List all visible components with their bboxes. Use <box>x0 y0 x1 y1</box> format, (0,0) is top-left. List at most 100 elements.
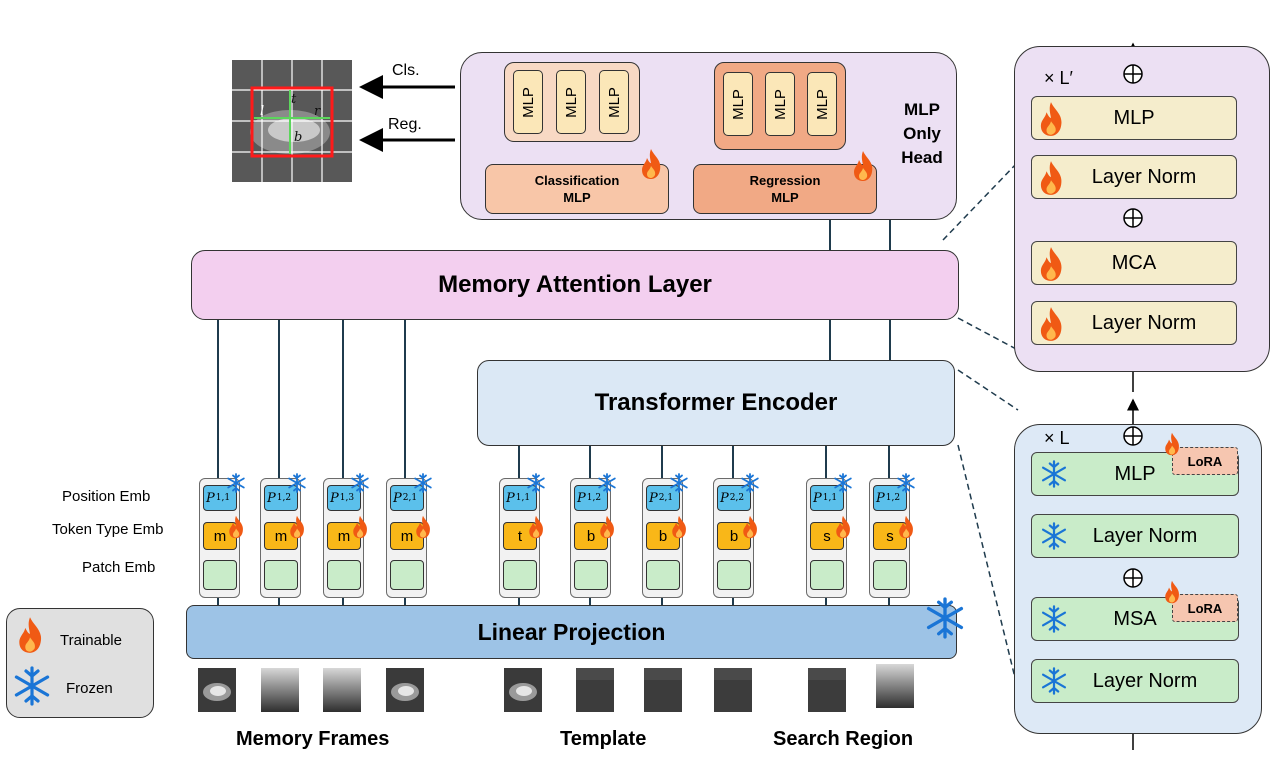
flame-icon <box>833 515 853 544</box>
flame-icon <box>19 617 42 653</box>
flame-icon <box>1165 580 1179 604</box>
flame-icon <box>896 515 916 544</box>
patch-embedding <box>503 560 537 590</box>
position-embedding-index: 2,1 <box>658 493 674 503</box>
frame-thumbnail <box>576 668 614 712</box>
position-embedding-index: 1,3 <box>339 493 355 503</box>
transformer-encoder: Transformer Encoder <box>477 360 955 446</box>
residual-add-icon <box>1123 426 1143 446</box>
memory-attention-layer: Memory Attention Layer <box>191 250 959 320</box>
mlp-only-head-title: MLP Only Head <box>901 100 943 167</box>
repeat-l: × L <box>1044 428 1070 448</box>
position-embedding-index: 1,2 <box>586 493 602 503</box>
flame-icon <box>1040 161 1062 195</box>
position-embedding-symbol: P <box>393 490 402 506</box>
patch-embedding <box>203 560 237 590</box>
snowflake-icon <box>413 473 433 498</box>
flame-icon <box>1040 102 1062 136</box>
flame-icon <box>413 515 433 544</box>
position-embedding-symbol: P <box>206 490 215 506</box>
tracking-grid <box>232 60 352 182</box>
snowflake-icon <box>1041 522 1067 550</box>
position-embedding-symbol: P <box>813 490 822 506</box>
flame-icon <box>740 515 760 544</box>
lower-layer-norm-2: Layer Norm <box>1031 659 1239 703</box>
lora-tag: LoRA <box>1172 594 1238 622</box>
grid-label-b: b <box>294 130 303 145</box>
position-embedding-index: 2,2 <box>729 493 745 503</box>
snowflake-icon <box>14 666 50 706</box>
grid-label-t: t <box>291 92 297 107</box>
upper-mlp: MLP <box>1031 96 1237 140</box>
patch-embedding <box>873 560 907 590</box>
upper-layer-norm-2: Layer Norm <box>1031 301 1237 345</box>
snowflake-icon <box>1041 667 1067 695</box>
snowflake-icon <box>597 473 617 498</box>
flame-icon <box>597 515 617 544</box>
frame-thumbnail <box>876 664 914 708</box>
flame-icon <box>1165 432 1179 456</box>
position-embedding-symbol: P <box>506 490 515 506</box>
grid-label-l: l <box>260 104 265 119</box>
frame-thumbnail <box>714 668 752 712</box>
snowflake-icon <box>1041 460 1067 488</box>
position-embedding-symbol: P <box>649 490 658 506</box>
token-type-emb-label: Token Type Emb <box>52 521 164 538</box>
linear-projection: Linear Projection <box>186 605 957 659</box>
patch-embedding <box>264 560 298 590</box>
lora-tag: LoRA <box>1172 447 1238 475</box>
patch-embedding <box>574 560 608 590</box>
frame-thumbnail <box>198 668 236 712</box>
legend-frozen: Frozen <box>66 680 113 697</box>
flame-icon <box>350 515 370 544</box>
patch-embedding <box>717 560 751 590</box>
position-embedding-index: 2,1 <box>402 493 418 503</box>
flame-icon <box>1040 307 1062 341</box>
snowflake-icon <box>740 473 760 498</box>
flame-icon <box>226 515 246 544</box>
frame-thumbnail <box>323 668 361 712</box>
flame-icon <box>1040 247 1062 281</box>
search-region-label: Search Region <box>773 728 914 750</box>
flame-icon <box>669 515 689 544</box>
position-embedding-symbol: P <box>577 490 586 506</box>
memory-frames-label: Memory Frames <box>236 728 390 750</box>
residual-add-icon <box>1123 568 1143 588</box>
snowflake-icon <box>926 597 964 639</box>
position-embedding-symbol: P <box>267 490 276 506</box>
flame-icon <box>526 515 546 544</box>
position-emb-label: Position Emb <box>62 488 151 505</box>
flame-icon <box>642 149 661 179</box>
mlp-block: MLP <box>765 72 795 136</box>
frame-thumbnail <box>808 668 846 712</box>
snowflake-icon <box>833 473 853 498</box>
frame-thumbnail <box>261 668 299 712</box>
snowflake-icon <box>669 473 689 498</box>
residual-add-icon <box>1123 64 1143 84</box>
snowflake-icon <box>287 473 307 498</box>
snowflake-icon <box>526 473 546 498</box>
mlp-block: MLP <box>599 70 629 134</box>
position-embedding-index: 1,1 <box>215 493 231 503</box>
classification-mlp: Classification MLP <box>485 164 669 214</box>
snowflake-icon <box>896 473 916 498</box>
position-embedding-index: 1,1 <box>515 493 531 503</box>
